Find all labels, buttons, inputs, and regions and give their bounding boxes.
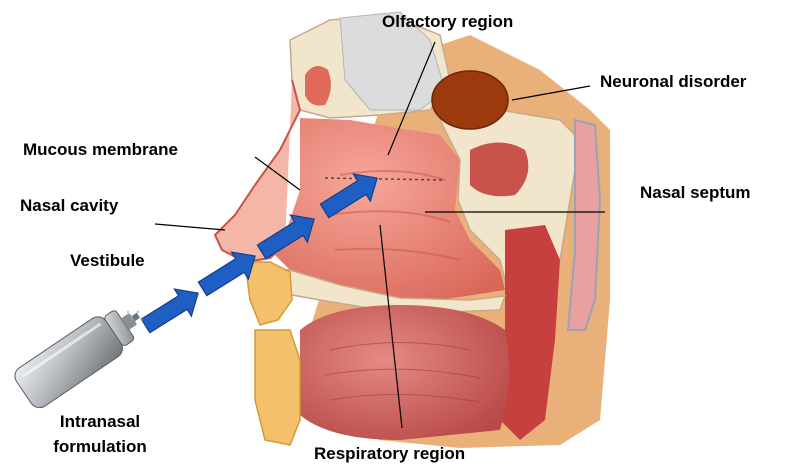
leader-nasal-cavity	[155, 224, 225, 230]
label-intranasal-formulation-line2: formulation	[30, 437, 170, 457]
label-neuronal-disorder: Neuronal disorder	[600, 72, 746, 92]
tongue	[300, 305, 509, 440]
label-vestibule: Vestibule	[70, 251, 145, 271]
anatomy-illustration	[215, 12, 610, 448]
upper-lip	[245, 262, 292, 325]
frontal-sinus	[305, 66, 331, 106]
label-respiratory-region: Respiratory region	[314, 444, 465, 464]
spray-can-icon	[11, 296, 151, 411]
lower-jaw	[255, 330, 300, 445]
label-olfactory-region: Olfactory region	[382, 12, 513, 32]
label-nasal-cavity: Nasal cavity	[20, 196, 118, 216]
label-intranasal-formulation-line1: Intranasal	[40, 412, 160, 432]
label-mucous-membrane: Mucous membrane	[23, 140, 178, 160]
sphenoid-sinus	[470, 143, 528, 197]
neuronal-disorder-marker	[432, 71, 508, 129]
label-nasal-septum: Nasal septum	[640, 183, 751, 203]
arrow-right-icon	[137, 279, 207, 339]
